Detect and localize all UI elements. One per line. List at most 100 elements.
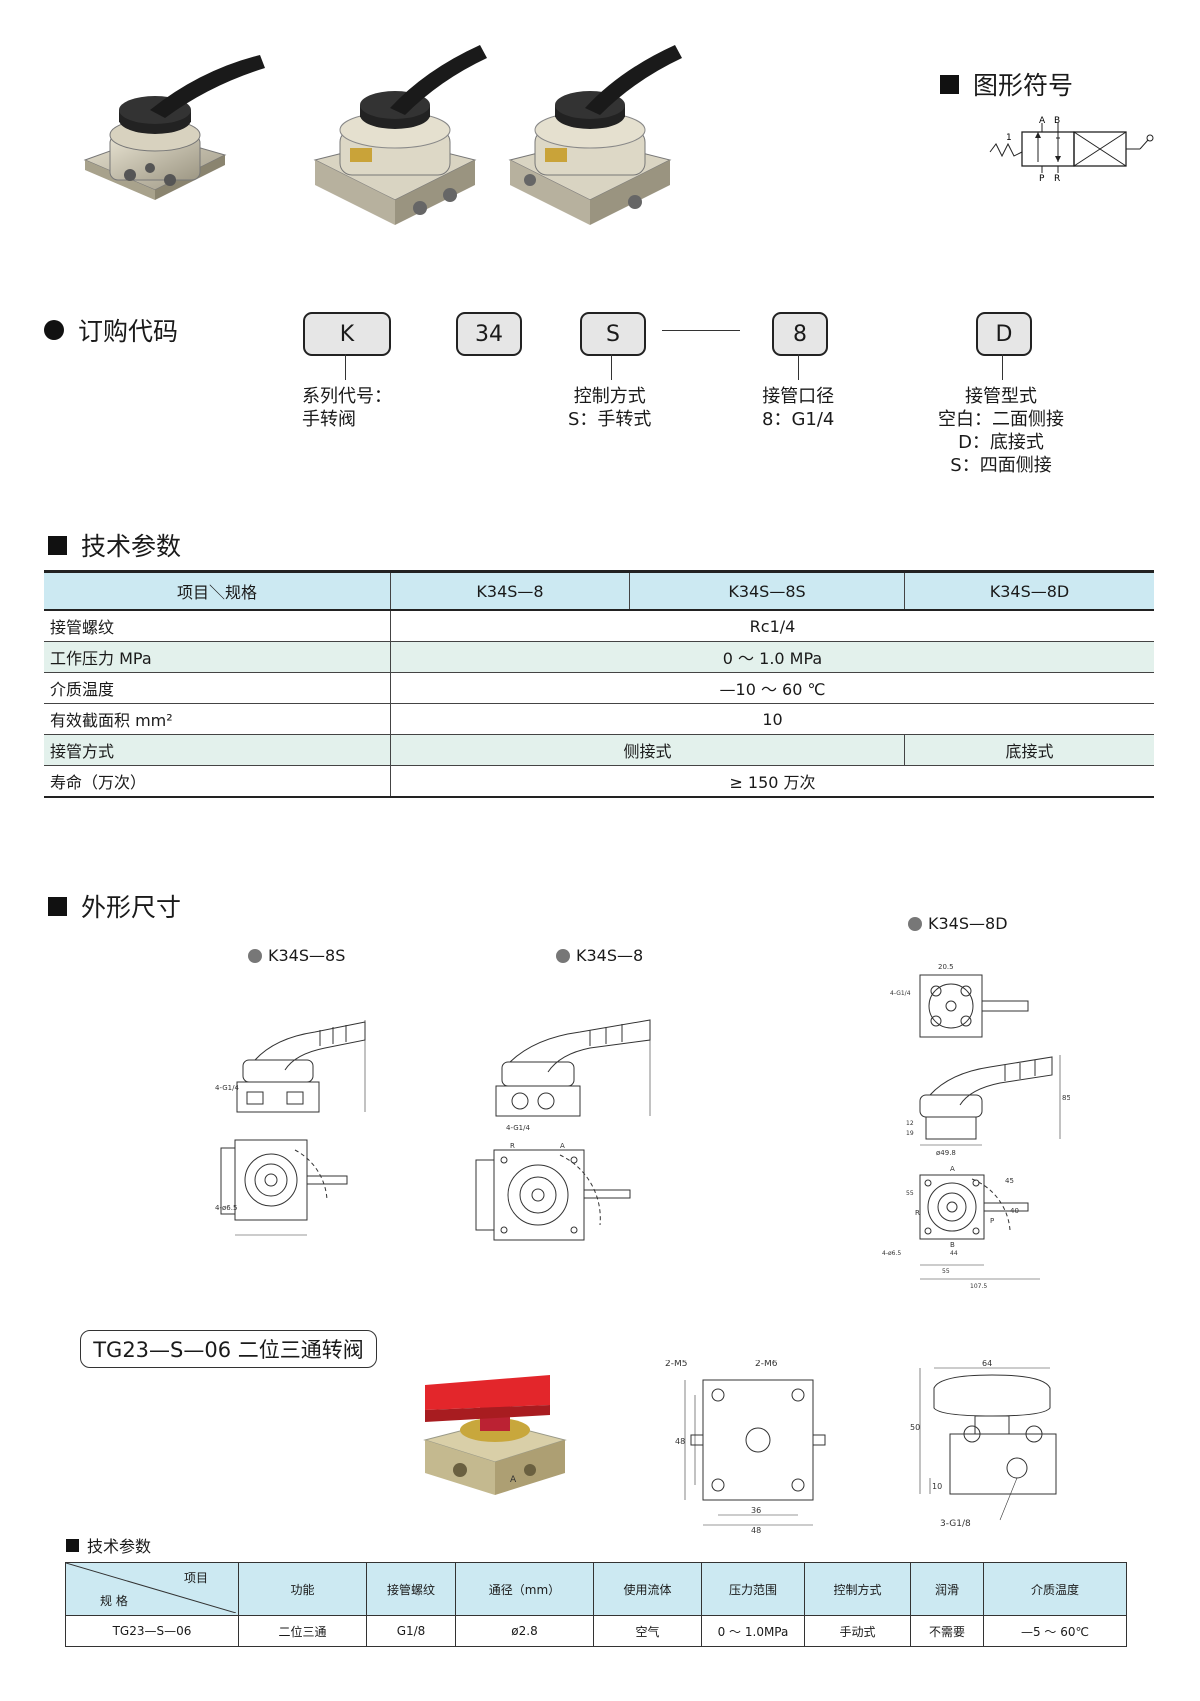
dim-note: B bbox=[950, 1241, 955, 1249]
dim-note: 50 bbox=[910, 1423, 920, 1432]
row-value: Rc1/4 bbox=[390, 610, 1154, 642]
port-r-label: R bbox=[1054, 174, 1060, 184]
port-a-label: A bbox=[1039, 116, 1046, 126]
grey-dot-icon bbox=[556, 948, 570, 963]
row-label: 工作压力 MPa bbox=[44, 641, 391, 673]
row-value: 侧接式 bbox=[390, 734, 905, 766]
order-code-title: 订购代码 bbox=[44, 312, 178, 348]
drawing-k34s-8s: 4-G1/4 4-ø6.5 bbox=[215, 1010, 395, 1250]
dim-note: 4-ø6.5 bbox=[215, 1204, 237, 1212]
header-cell: 接管螺纹 bbox=[366, 1562, 456, 1616]
table-cell: 0 ～ 1.0MPa bbox=[701, 1615, 805, 1647]
code-box-type: D bbox=[976, 312, 1032, 356]
dim-note: 55 bbox=[906, 1190, 914, 1197]
row-label: 有效截面积 mm² bbox=[44, 703, 391, 735]
row-value: 底接式 bbox=[904, 734, 1154, 766]
dim-note: 4-ø6.5 bbox=[882, 1250, 901, 1257]
dim-note: R bbox=[915, 1209, 920, 1217]
row-label: 接管方式 bbox=[44, 734, 391, 766]
dim-note: 2-M5 bbox=[665, 1360, 687, 1369]
square-bullet-icon bbox=[940, 74, 959, 94]
header-cell: K34S—8 bbox=[390, 570, 630, 611]
header-cell: K34S—8D bbox=[904, 570, 1154, 611]
dim-note: P bbox=[990, 1217, 994, 1225]
table-cell: TG23—S—06 bbox=[65, 1615, 239, 1647]
header-cell: 压力范围 bbox=[701, 1562, 805, 1616]
header-cell: 润滑 bbox=[910, 1562, 984, 1616]
row-value: —10 ～ 60 ℃ bbox=[390, 672, 1154, 704]
table-cell: ø2.8 bbox=[455, 1615, 594, 1647]
dim-label-text: K34S—8D bbox=[928, 914, 1008, 933]
round-bullet-icon bbox=[44, 320, 64, 340]
table-row: 接管螺纹 Rc1/4 bbox=[44, 610, 1154, 642]
dim-note: 40 bbox=[1010, 1207, 1019, 1215]
drawing-k34s-8: 4-G1/4 R A bbox=[470, 1010, 680, 1270]
code-box-port: 8 bbox=[772, 312, 828, 356]
grey-dot-icon bbox=[908, 916, 922, 931]
table-cell: 手动式 bbox=[804, 1615, 911, 1647]
dim-note: R bbox=[510, 1142, 515, 1150]
table-cell: —5 ～ 60℃ bbox=[983, 1615, 1127, 1647]
table-row: 接管方式 侧接式 底接式 bbox=[44, 734, 1154, 766]
table-cell: 不需要 bbox=[910, 1615, 984, 1647]
dim-note: 2-M6 bbox=[755, 1360, 778, 1369]
dim-note: 19 bbox=[906, 1130, 914, 1137]
dimensions-title: 外形尺寸 bbox=[48, 888, 181, 924]
table-row: 有效截面积 mm² 10 bbox=[44, 703, 1154, 735]
tech-params-title-text: 技术参数 bbox=[81, 532, 182, 561]
tg23-params-title-text: 技术参数 bbox=[87, 1537, 152, 1556]
dim-label-text: K34S—8S bbox=[268, 946, 346, 965]
table-cell: G1/8 bbox=[366, 1615, 456, 1647]
square-bullet-icon bbox=[48, 535, 67, 555]
dim-label-k34s-8s: K34S—8S bbox=[248, 946, 345, 965]
dim-note: 36 bbox=[751, 1506, 761, 1515]
connector-line bbox=[798, 354, 799, 380]
dim-note: A bbox=[950, 1165, 955, 1173]
dim-label-k34s-8d: K34S—8D bbox=[908, 914, 1008, 933]
diagonal-line bbox=[66, 1563, 236, 1613]
table-cell: 二位三通 bbox=[238, 1615, 367, 1647]
connector-line bbox=[611, 354, 612, 380]
dim-note: 4-G1/4 bbox=[890, 990, 911, 997]
product-photo-tg23: A bbox=[420, 1370, 580, 1500]
header-cell: 项目＼规格 bbox=[44, 570, 391, 611]
dim-note: 10 bbox=[932, 1482, 942, 1491]
dim-note: ø49.8 bbox=[936, 1149, 956, 1157]
table-header-row: 项目＼规格 K34S—8 K34S—8S K34S—8D bbox=[44, 570, 1154, 611]
product-photo-k34s-8d bbox=[80, 40, 290, 220]
tg23-params-title: 技术参数 bbox=[66, 1533, 151, 1557]
code-box-control: S bbox=[580, 312, 646, 356]
product-photo-k34s-8 bbox=[305, 30, 505, 230]
tg23-params-table: 项目 规 格 功能 接管螺纹 通径（mm） 使用流体 压力范围 控制方式 润滑 … bbox=[65, 1562, 1127, 1647]
code-dash-line bbox=[662, 330, 740, 331]
table-row: 介质温度 —10 ～ 60 ℃ bbox=[44, 672, 1154, 704]
port-b-label: B bbox=[1054, 116, 1060, 126]
header-cell: K34S—8S bbox=[629, 570, 905, 611]
type-description: 接管型式 空白：二面侧接 D：底接式 S：四面侧接 bbox=[938, 386, 1064, 476]
dim-note: 107.5 bbox=[970, 1283, 987, 1290]
row-value: ≥ 150 万次 bbox=[390, 765, 1154, 798]
dim-note: 55 bbox=[942, 1268, 950, 1275]
header-cell: 功能 bbox=[238, 1562, 367, 1616]
symbol-title-text: 图形符号 bbox=[973, 71, 1074, 100]
drawing-k34s-8d: 20.5 4-G1/4 ø49.8 85 19 12 A P R B 45 40… bbox=[880, 955, 1071, 1295]
series-description: 系列代号： 手转阀 bbox=[302, 386, 392, 430]
row-label: 介质温度 bbox=[44, 672, 391, 704]
header-cell: 控制方式 bbox=[804, 1562, 911, 1616]
tech-params-title: 技术参数 bbox=[48, 527, 181, 563]
table-cell: 空气 bbox=[593, 1615, 702, 1647]
drawing-tg23-top-view: 2-M5 2-M6 36 48 48 bbox=[655, 1359, 855, 1535]
dim-note: 48 bbox=[751, 1526, 761, 1535]
dim-note: 3-G1/8 bbox=[940, 1519, 971, 1529]
dim-note: 85 bbox=[1062, 1094, 1070, 1102]
port-a-mark: A bbox=[510, 1475, 517, 1485]
code-box-model: 34 bbox=[456, 312, 522, 356]
row-label: 接管螺纹 bbox=[44, 610, 391, 642]
dim-label-text: K34S—8 bbox=[576, 946, 644, 965]
header-bottom-label: 规 格 bbox=[100, 1594, 128, 1608]
port-description: 接管口径 8：G1/4 bbox=[762, 386, 835, 430]
spring-label: 1 bbox=[1006, 133, 1012, 143]
header-diagonal-cell: 项目 规 格 bbox=[65, 1562, 239, 1616]
code-box-series: K bbox=[303, 312, 391, 356]
symbol-section-title: 图形符号 bbox=[940, 66, 1073, 102]
